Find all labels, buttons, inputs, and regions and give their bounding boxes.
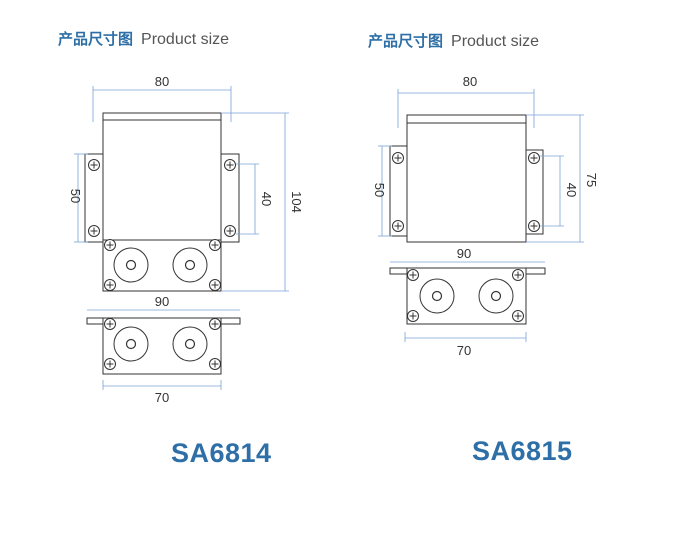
- dim-width-flange: 90: [457, 246, 471, 261]
- dim-width-base: 70: [457, 343, 471, 358]
- screw-icon: [209, 318, 221, 330]
- heading-zh: 产品尺寸图: [368, 33, 444, 50]
- drawing-sa6815: 80 50 40 75 90 70: [372, 74, 599, 358]
- screw-icon: [407, 269, 419, 281]
- cable-port-icon: [172, 326, 208, 362]
- screw-icon: [407, 310, 419, 322]
- model-name-sa6815: SA6815: [472, 436, 573, 466]
- cable-port-icon: [172, 247, 208, 283]
- screw-icon: [209, 358, 221, 370]
- dim-height-flange: 50: [68, 189, 83, 203]
- screw-icon: [104, 318, 116, 330]
- dim-height-total: 104: [289, 191, 304, 213]
- dimension-lines: [74, 86, 289, 390]
- heading-en: Product size: [141, 31, 230, 48]
- dim-height-inner: 40: [259, 192, 274, 206]
- cable-port-icon: [419, 278, 455, 314]
- dim-height-flange: 50: [372, 183, 387, 197]
- screw-icon: [224, 225, 236, 237]
- front-view: [84, 112, 240, 292]
- screw-icon: [209, 239, 221, 251]
- dimension-lines: [378, 89, 584, 342]
- front-view: [389, 114, 544, 243]
- screw-icon: [512, 310, 524, 322]
- screw-icon: [528, 152, 540, 164]
- cable-port-icon: [113, 247, 149, 283]
- screw-icon: [104, 358, 116, 370]
- screw-icon: [209, 279, 221, 291]
- screw-icon: [104, 239, 116, 251]
- dim-width-base: 70: [155, 390, 169, 405]
- screw-icon: [392, 220, 404, 232]
- model-name-sa6814: SA6814: [171, 438, 272, 468]
- screw-icon: [88, 225, 100, 237]
- screw-icon: [528, 220, 540, 232]
- dim-width-flange: 90: [155, 294, 169, 309]
- screw-icon: [512, 269, 524, 281]
- heading-product-size-right: 产品尺寸图 Product size: [368, 30, 539, 51]
- dim-height-inner: 40: [564, 183, 579, 197]
- screw-icon: [104, 279, 116, 291]
- dim-height-total: 75: [584, 173, 599, 187]
- heading-zh: 产品尺寸图: [58, 31, 134, 48]
- heading-en: Product size: [451, 33, 540, 50]
- cable-port-icon: [113, 326, 149, 362]
- screw-icon: [392, 152, 404, 164]
- cable-port-icon: [478, 278, 514, 314]
- screw-icon: [224, 159, 236, 171]
- dim-width-top: 80: [155, 74, 169, 89]
- dim-width-top: 80: [463, 74, 477, 89]
- heading-product-size-left: 产品尺寸图 Product size: [58, 28, 229, 49]
- drawing-sa6814: 80 50 40 104 90 70: [68, 74, 304, 405]
- screw-icon: [88, 159, 100, 171]
